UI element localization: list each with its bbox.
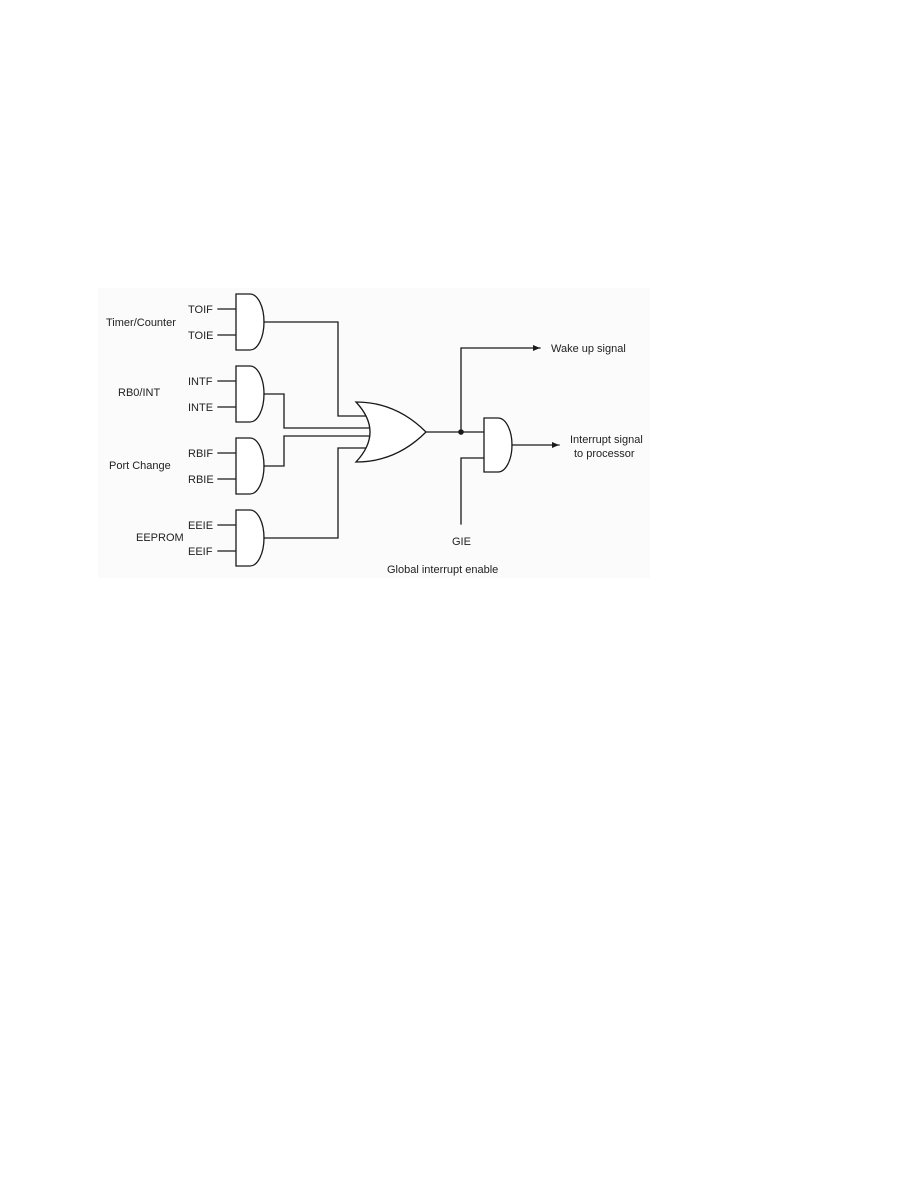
junction-dot (458, 429, 464, 435)
input-label-rbie: RBIE (188, 474, 214, 486)
input-label-toie: TOIE (188, 330, 213, 342)
or-gate (354, 401, 427, 463)
and-gate-timer-counter (235, 293, 265, 351)
group-label-timer-counter: Timer/Counter (106, 317, 176, 329)
input-label-eeif: EEIF (188, 546, 213, 558)
group-label-rb0-int: RB0/INT (118, 387, 160, 399)
group-label-eeprom: EEPROM (136, 532, 184, 544)
and-gate-final (483, 417, 513, 473)
global-interrupt-enable-label: Global interrupt enable (387, 564, 498, 576)
wake-up-signal-label: Wake up signal (551, 343, 626, 355)
input-label-eeie: EEIE (188, 520, 213, 532)
to-processor-label: to processor (574, 448, 635, 460)
input-wires (217, 308, 237, 552)
input-label-intf: INTF (188, 376, 213, 388)
input-label-rbif: RBIF (188, 448, 213, 460)
input-label-inte: INTE (188, 402, 213, 414)
gie-label: GIE (452, 536, 471, 548)
and-gate-eeprom (235, 509, 265, 567)
or-input-wires (263, 321, 375, 539)
and-gate-port-change (235, 437, 265, 495)
interrupt-signal-label: Interrupt signal (570, 434, 643, 446)
group-label-port-change: Port Change (109, 460, 171, 472)
gie-wire (460, 457, 485, 525)
input-label-toif: TOIF (188, 304, 213, 316)
and-gate-rb0-int (235, 365, 265, 423)
or-output-wires (425, 345, 541, 435)
